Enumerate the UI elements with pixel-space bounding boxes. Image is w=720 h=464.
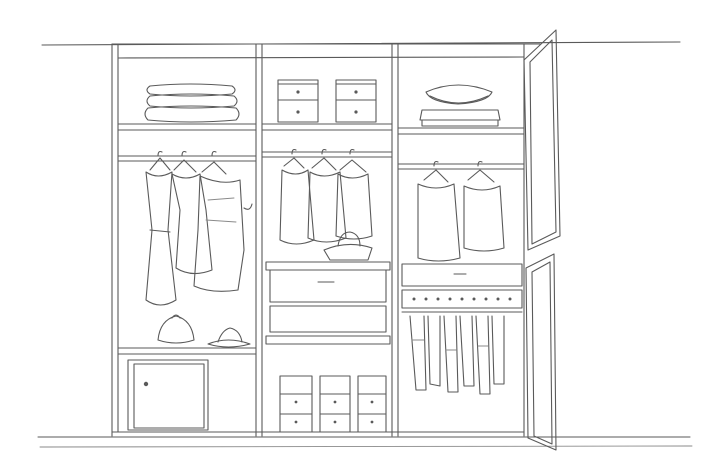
wardrobe-frame (111, 43, 541, 437)
left-compartment (117, 83, 257, 431)
open-door-lower (525, 253, 557, 451)
pillow (425, 84, 493, 105)
hanging-shirts (417, 160, 505, 262)
hanging-trousers (409, 315, 505, 395)
basket (323, 231, 373, 261)
folded-towels (144, 83, 240, 123)
room-lines (37, 41, 693, 448)
hats (157, 314, 251, 348)
right-compartment (397, 84, 525, 395)
accessory-tray-dots (412, 297, 512, 301)
hanging-dresses (145, 150, 245, 306)
storage-boxes-bottom (279, 375, 387, 433)
middle-compartment (243, 79, 393, 433)
open-door-upper (523, 29, 561, 251)
cube-cabinet (127, 359, 209, 431)
hanging-tops (279, 148, 373, 245)
folded-linen (419, 109, 501, 127)
drawers (265, 261, 391, 345)
storage-boxes-top (277, 79, 377, 123)
right-drawer (401, 263, 523, 309)
